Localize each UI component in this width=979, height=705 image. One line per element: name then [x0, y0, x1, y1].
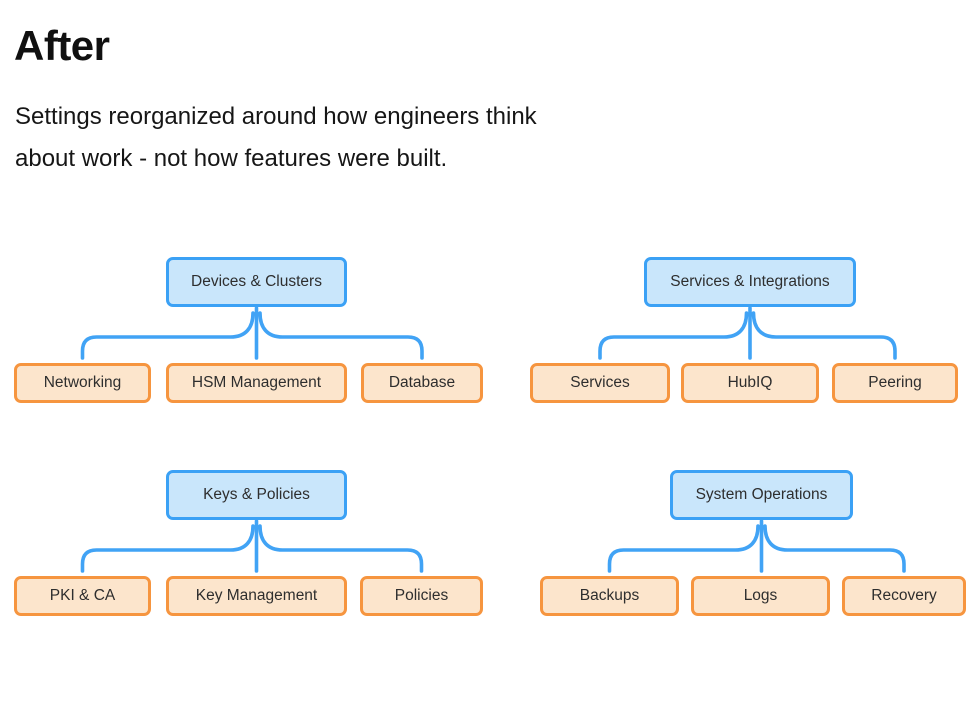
tree-devices-clusters: Devices & Clusters Networking HSM Manage… — [14, 257, 483, 403]
node-backups: Backups — [540, 576, 679, 616]
node-label: Key Management — [195, 587, 318, 604]
tree-services-integrations: Services & Integrations Services HubIQ P… — [530, 257, 958, 403]
subtitle-line-2: about work - not how features were built… — [15, 145, 448, 172]
node-services: Services — [530, 363, 670, 403]
subtitle-line-1: Settings reorganized around how engineer… — [15, 103, 537, 130]
node-networking: Networking — [14, 363, 151, 403]
node-label: Database — [388, 374, 456, 391]
tree-connector — [598, 306, 897, 360]
node-keys-policies: Keys & Policies — [166, 470, 347, 520]
node-hubiq: HubIQ — [681, 363, 819, 403]
page-subtitle: Settings reorganized around how engineer… — [15, 96, 537, 180]
node-label: Policies — [394, 587, 449, 604]
node-label: Peering — [868, 374, 922, 391]
node-label: Recovery — [871, 587, 937, 604]
node-policies: Policies — [360, 576, 483, 616]
node-label: HSM Management — [191, 374, 322, 391]
node-label: Keys & Policies — [203, 486, 310, 503]
node-system-operations: System Operations — [670, 470, 853, 520]
node-logs: Logs — [691, 576, 830, 616]
tree-keys-policies: Keys & Policies PKI & CA Key Management … — [14, 470, 483, 616]
node-label: Backups — [579, 587, 640, 604]
node-label: PKI & CA — [49, 587, 116, 604]
node-label: HubIQ — [727, 374, 773, 391]
node-label: Services & Integrations — [670, 273, 830, 290]
tree-connector — [80, 519, 424, 573]
node-key-management: Key Management — [166, 576, 347, 616]
tree-connector — [607, 519, 906, 573]
tree-system-operations: System Operations Backups Logs Recovery — [540, 470, 966, 616]
node-label: Logs — [743, 587, 778, 604]
tree-connector — [80, 306, 424, 360]
node-database: Database — [361, 363, 483, 403]
node-label: System Operations — [695, 486, 828, 503]
node-label: Networking — [43, 374, 122, 391]
node-devices-clusters: Devices & Clusters — [166, 257, 347, 307]
page-title: After — [14, 22, 110, 69]
node-services-integrations: Services & Integrations — [644, 257, 856, 307]
node-label: Devices & Clusters — [191, 273, 322, 290]
node-label: Services — [570, 374, 630, 391]
node-pki-ca: PKI & CA — [14, 576, 151, 616]
node-recovery: Recovery — [842, 576, 966, 616]
node-hsm-management: HSM Management — [166, 363, 347, 403]
node-peering: Peering — [832, 363, 958, 403]
